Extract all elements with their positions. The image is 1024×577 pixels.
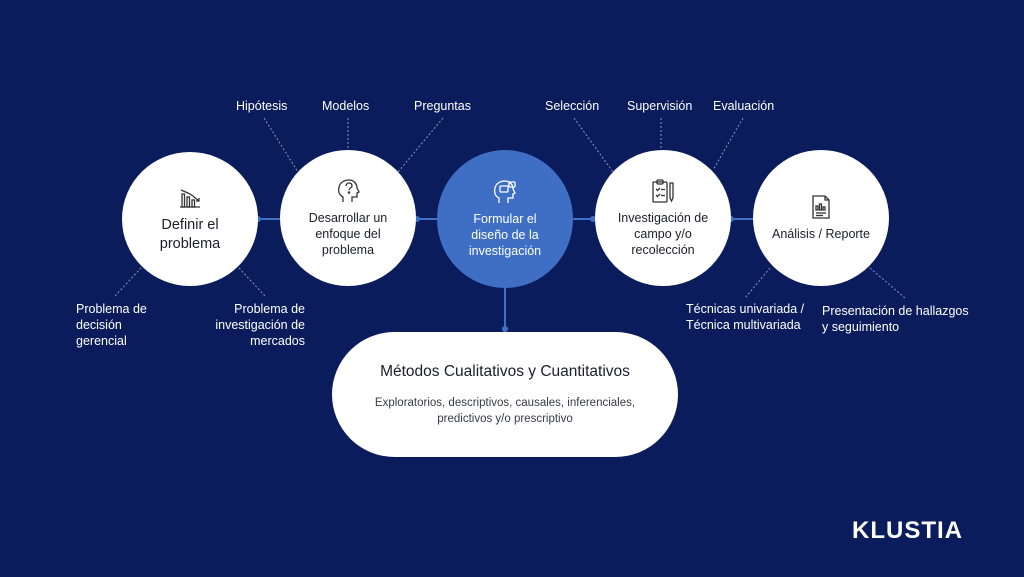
annotation-leader	[869, 267, 906, 299]
methods-box: Métodos Cualitativos y Cuantitativos Exp…	[332, 332, 678, 457]
stage-label: Formular el diseño de la investigación	[468, 212, 542, 258]
methods-title: Métodos Cualitativos y Cuantitativos	[380, 362, 630, 380]
annotation-leader	[397, 117, 444, 173]
annotation-leader	[712, 117, 744, 171]
brand-logo: KLUSTIA	[852, 517, 963, 544]
annotation-problema-decision: Problema de decisión gerencial	[76, 302, 147, 348]
stage-node-analisis-reporte: Análisis / Reporte	[753, 150, 889, 286]
report-document-icon	[812, 195, 830, 219]
annotation-leader	[573, 117, 614, 173]
annotation-problema-investigacion: Problema de investigación de mercados	[215, 302, 305, 348]
head-gear-icon	[493, 180, 516, 203]
connector-dot	[502, 326, 508, 332]
stage-label: Definir el problema	[159, 217, 221, 252]
annotation-leader	[744, 267, 771, 299]
annotation-seleccion: Selección	[545, 99, 600, 113]
annotation-preguntas: Preguntas	[414, 99, 471, 113]
bar-chart-down-icon	[180, 189, 200, 208]
annotation-supervision: Supervisión	[627, 99, 693, 113]
clipboard-pen-icon	[652, 179, 674, 203]
stage-node-investigacion-campo: Investigación de campo y/o recolección	[595, 150, 731, 286]
connector-dot	[590, 216, 596, 222]
annotation-leader	[114, 267, 142, 297]
stage-label: Desarrollar un enfoque del problema	[308, 211, 388, 257]
annotation-modelos: Modelos	[322, 99, 370, 113]
methods-subtitle: Exploratorios, descriptivos, causales, i…	[374, 396, 636, 425]
annotation-evaluacion: Evaluación	[713, 99, 775, 113]
stage-label: Investigación de campo y/o recolección	[617, 211, 709, 257]
stage-node-formular-diseno: Formular el diseño de la investigación	[437, 150, 573, 288]
annotation-leader	[238, 267, 266, 297]
stage-label: Análisis / Reporte	[772, 227, 870, 241]
annotation-leader	[263, 117, 299, 173]
stage-node-desarrollar-enfoque: Desarrollar un enfoque del problema	[280, 150, 416, 286]
head-question-icon	[337, 179, 360, 202]
annotation-presentacion: Presentación de hallazgos y seguimiento	[822, 304, 969, 334]
annotation-hipotesis: Hipótesis	[236, 99, 288, 113]
annotation-tecnicas: Técnicas univariada / Técnica multivaria…	[686, 302, 805, 332]
stage-node-definir-problema: Definir el problema	[122, 152, 258, 286]
